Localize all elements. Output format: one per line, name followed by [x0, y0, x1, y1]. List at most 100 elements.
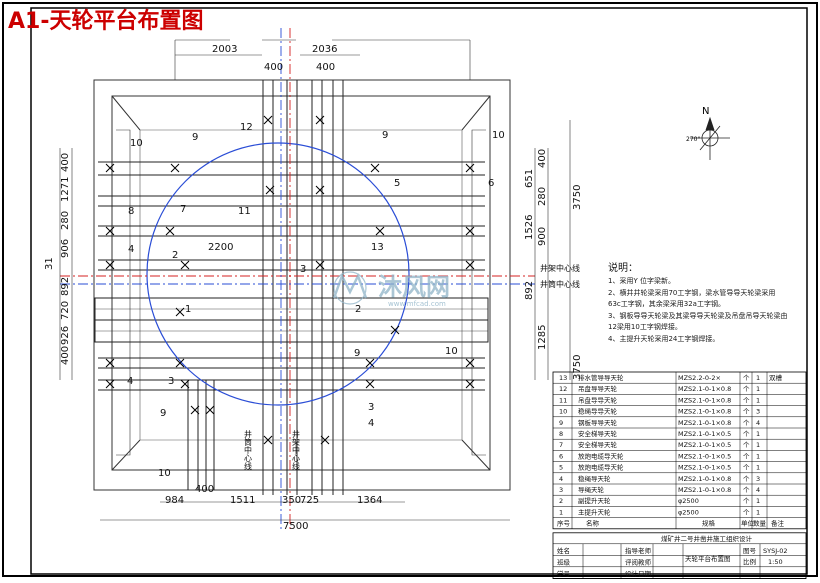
callout-number: 9 — [382, 130, 388, 141]
drawing-name: 天轮平台布置图 — [685, 554, 731, 563]
table-cell-code: MZS2.1-0-1×0.5 — [678, 441, 731, 449]
dim-bottom-text: 1511 — [230, 495, 255, 506]
table-cell-unit: 个 — [743, 464, 750, 472]
table-cell-no: 1 — [559, 508, 563, 516]
pulley-mark — [465, 379, 475, 389]
callout-number: 9 — [160, 408, 166, 419]
table-header-code: 规格 — [702, 519, 716, 528]
callout-number: 1 — [185, 304, 191, 315]
pulley-mark — [465, 226, 475, 236]
pulley-mark — [105, 226, 115, 236]
pulley-mark — [315, 260, 325, 270]
table-cell-name: 稳绳导天轮 — [578, 474, 611, 483]
pulley-mark — [263, 435, 273, 445]
inner-frame — [30, 7, 808, 575]
callout-number: 5 — [394, 178, 400, 189]
pulley-mark — [175, 358, 185, 368]
sign-label: 姓名 — [557, 546, 570, 555]
callout-number: 3 — [300, 264, 306, 275]
pulley-mark — [175, 307, 185, 317]
drawing-title: A1-天轮平台布置图 — [8, 9, 204, 34]
table-cell-unit: 个 — [743, 452, 750, 460]
table-cell-name: 放炮电缆导天轮 — [578, 451, 624, 460]
dim-right-text: 280 — [537, 187, 548, 206]
watermark-logo-icon — [332, 271, 368, 305]
table-cell-name: 排水管导导天轮 — [578, 373, 624, 382]
dim-top-text: 2003 — [212, 44, 237, 55]
table-cell-code: MZS2.1-0-1×0.8 — [678, 385, 731, 393]
table-cell-name: 吊盘导导天轮 — [578, 384, 618, 393]
watermark-brand: 沐风网 — [378, 273, 450, 301]
callout-number: 9 — [354, 348, 360, 359]
table-cell-no: 13 — [559, 374, 567, 382]
dim-top-small-text: 400 — [264, 62, 283, 73]
sign-label: 班级 — [557, 557, 571, 566]
shaft-circle — [146, 142, 410, 406]
dim-left-text: 400 — [60, 346, 71, 365]
pulley-mark — [315, 185, 325, 195]
dim-total-text: 7500 — [283, 521, 308, 532]
table-cell-count: 1 — [756, 464, 760, 472]
callout-number: 9 — [192, 132, 198, 143]
table-cell-code: MZS2.1-0-1×0.8 — [678, 408, 731, 416]
callout-number: 3 — [168, 376, 174, 387]
callout-number: 4 — [127, 376, 133, 387]
callout-number: 2 — [355, 304, 361, 315]
table-header-count: 数量 — [753, 519, 767, 528]
table-cell-code: MZS2.1-0-1×0.8 — [678, 419, 731, 427]
table-cell-unit: 个 — [743, 430, 750, 438]
table-cell-name: 主提升天轮 — [578, 507, 611, 516]
pulley-mark — [465, 260, 475, 270]
sign-role: 指导老师 — [625, 546, 652, 555]
pulley-mark — [170, 163, 180, 173]
pulley-mark — [390, 325, 400, 335]
table-cell-no: 3 — [559, 486, 563, 494]
table-cell-unit: 个 — [743, 486, 750, 494]
dim-right-text: 1285 — [537, 325, 548, 350]
dim-bottom-text: 725 — [300, 495, 319, 506]
dim-left-text: 31 — [44, 257, 55, 270]
dim-2200-text: 2200 — [208, 242, 233, 253]
north-arrow — [690, 116, 730, 160]
callout-number: 2 — [172, 250, 178, 261]
table-cell-note: 双槽 — [769, 373, 783, 382]
dim-left-text: 720 — [60, 301, 71, 320]
pulley-mark — [165, 226, 175, 236]
table-cell-no: 10 — [559, 408, 567, 416]
table-cell-unit: 个 — [743, 408, 750, 416]
callout-number: 7 — [180, 204, 186, 215]
table-cell-count: 1 — [756, 441, 760, 449]
table-cell-count: 4 — [756, 419, 760, 427]
table-header-note: 备注 — [771, 519, 785, 528]
table-cell-count: 1 — [756, 385, 760, 393]
centerline-label: 井架中心线 — [540, 263, 580, 273]
pulley-mark — [105, 358, 115, 368]
table-cell-no: 11 — [559, 396, 567, 404]
table-cell-no: 6 — [559, 452, 563, 460]
notes-heading: 说明： — [608, 263, 638, 274]
vertical-centerline-label: 井架中心线 — [292, 429, 301, 470]
pulley-mark — [370, 163, 380, 173]
dim-right-text: 900 — [537, 227, 548, 246]
pulley-mark — [465, 358, 475, 368]
pulley-mark — [180, 260, 190, 270]
table-cell-count: 1 — [756, 396, 760, 404]
table-cell-code: MZS2.1-0-1×0.5 — [678, 430, 731, 438]
callout-number: 10 — [492, 130, 505, 141]
table-cell-name: 吊盘导导天轮 — [578, 395, 618, 404]
dim-top-small-text: 400 — [316, 62, 335, 73]
table-cell-count: 4 — [756, 486, 760, 494]
table-cell-count: 3 — [756, 408, 760, 416]
north-angle: 270° — [686, 136, 700, 143]
table-cell-code: φ2500 — [678, 508, 699, 516]
table-cell-name: 导绳天轮 — [578, 485, 605, 494]
sign-label: 学号 — [557, 569, 571, 578]
dim-left-text: 892 — [60, 277, 71, 296]
note-item: 4、主提升天轮采用24工字钢焊接。 — [608, 334, 720, 343]
vertical-beams — [187, 80, 344, 495]
pulley-mark — [105, 163, 115, 173]
table-cell-code: φ2500 — [678, 497, 699, 505]
